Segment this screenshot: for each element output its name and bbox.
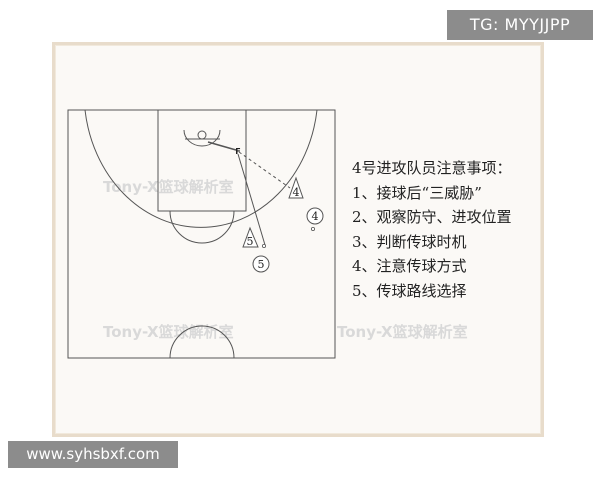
- notes-item: 5、传球路线选择: [352, 281, 467, 300]
- free-throw-circle: [169, 210, 235, 244]
- top-right-tag: TG: MYYJJPP: [447, 10, 593, 40]
- three-point-line: [84, 109, 318, 228]
- paint-area: [157, 109, 247, 212]
- cut-line: [237, 153, 266, 246]
- notes-item: 4、注意传球方式: [352, 257, 467, 275]
- defender-dot: [261, 243, 266, 248]
- notes-panel: 4号进攻队员注意事项： 1、接球后“三威胁” 2、观察防守、进攻位置 3、判断传…: [352, 156, 512, 303]
- offense-label: 5: [258, 258, 265, 271]
- watermark-group: Tony-X篮球解析室 Tony-X篮球解析室 Tony-X篮球解析室: [103, 178, 468, 341]
- bottom-left-tag: www.syhsbxf.com: [8, 441, 178, 468]
- restricted-arc: [183, 129, 221, 147]
- notes-item: 2、观察防守、进攻位置: [352, 208, 512, 226]
- ball-path: [207, 141, 237, 151]
- notes-title: 4号进攻队员注意事项：: [352, 159, 512, 177]
- watermark-text: Tony-X篮球解析室: [103, 178, 234, 196]
- half-court-circle: [169, 325, 235, 359]
- defender-marker: [288, 176, 304, 199]
- court-boundary: [67, 109, 336, 359]
- defender-label: 5: [247, 235, 254, 248]
- notes-item: 3、判断传球时机: [352, 232, 467, 251]
- watermark-text: Tony-X篮球解析室: [337, 323, 468, 341]
- offense-circle: [252, 255, 270, 273]
- watermark-text: Tony-X篮球解析室: [103, 323, 234, 341]
- offense-circle: [306, 207, 324, 225]
- defender-5: 5: [242, 226, 266, 248]
- offense-4: 4: [306, 207, 324, 231]
- offense-label: 4: [312, 210, 319, 223]
- notes-item: 1、接球后“三威胁”: [352, 183, 482, 202]
- court-lines: [67, 109, 336, 359]
- play-lines: [207, 141, 291, 246]
- defender-marker: [242, 226, 259, 248]
- defender-4: 4: [288, 176, 304, 199]
- diagram-frame: [52, 42, 544, 437]
- basket-rim: [197, 130, 207, 140]
- ball-label: F: [235, 147, 240, 156]
- offense-dot: [310, 226, 315, 231]
- defender-label: 4: [293, 186, 300, 199]
- pass-line: [238, 151, 291, 189]
- ball-holder: F: [235, 147, 240, 156]
- offense-5: 5: [252, 255, 270, 273]
